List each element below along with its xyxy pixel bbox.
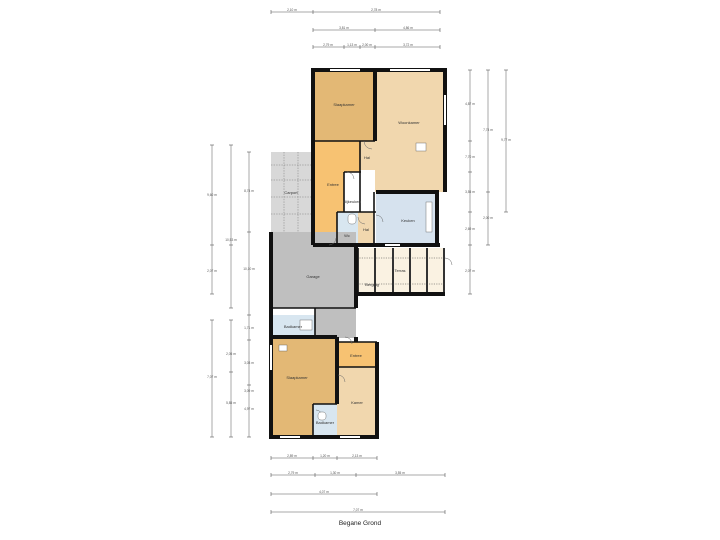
- windows: [270, 69, 446, 438]
- dim-left1-b: 2,07 m: [207, 269, 217, 273]
- dim-top3-c: 2,00 m: [362, 43, 372, 47]
- label-douche: Badkamer: [316, 420, 335, 425]
- dim-left1-a: 9,60 m: [207, 193, 217, 197]
- room-kamer: [337, 367, 375, 435]
- room-slaapkamer-top: [313, 70, 375, 141]
- label-garage: Garage: [306, 274, 320, 279]
- dim-left2-a: 10,53 m: [225, 238, 237, 242]
- walls: [269, 68, 447, 439]
- dim-bottom2-a: 2,79 m: [288, 471, 298, 475]
- terras-beams: [357, 257, 445, 285]
- dim-left-lower3-a: 3,03 m: [244, 361, 254, 365]
- label-bijkeuken: Bijkeuken: [343, 199, 360, 204]
- dimensions-right: 4,87 m 7,70 m 3,55 m 2,69 m 2,07 m 7,74 …: [465, 69, 511, 295]
- dim-right2-a: 7,74 m: [483, 128, 493, 132]
- room-entree-bottom: [337, 342, 375, 367]
- label-badkamer: Badkamer: [284, 324, 303, 329]
- floor-caption: Begane Grond: [338, 520, 382, 527]
- label-hal-top: Hal: [364, 155, 370, 160]
- room-bijkeuken: [344, 172, 361, 212]
- dim-right1-a: 4,87 m: [465, 102, 475, 106]
- dim-bottom3-a: 4,07 m: [319, 490, 329, 494]
- room-hal-mid: [358, 212, 374, 245]
- label-wc: Wc: [344, 233, 350, 238]
- dim-left3-a: 8,74 m: [244, 189, 254, 193]
- dimensions-left: 9,60 m 2,07 m 10,53 m 10,10 m 8,74 m 1,7…: [207, 144, 255, 411]
- carport-hatch: [271, 152, 311, 232]
- dim-right1-c: 3,55 m: [465, 190, 475, 194]
- room-hal-top: [360, 141, 375, 170]
- dim-right1-b: 7,70 m: [465, 155, 475, 159]
- dim-top3-b: 1,13 m: [347, 43, 357, 47]
- dimensions-left-lower: 7,07 m 2,05 m 5,85 m 3,03 m 3,09 m: [207, 319, 254, 438]
- dim-bottom1-c: 2,13 m: [352, 454, 362, 458]
- dim-left-lower3-b: 3,09 m: [244, 389, 254, 393]
- label-slaapkamer-top: Slaapkamer: [333, 102, 355, 107]
- dim-left-lower2-a: 2,05 m: [226, 352, 236, 356]
- label-entree-top: Entree: [327, 182, 340, 187]
- dimensions-bottom: 2,89 m 1,20 m 2,13 m 2,79 m 1,30 m 3,55 …: [270, 454, 446, 514]
- dim-bottom2-b: 1,30 m: [330, 471, 340, 475]
- dim-right3-a: 9,77 m: [501, 138, 511, 142]
- label-slaapkamer-bottom: Slaapkamer: [286, 375, 308, 380]
- label-kamer: Kamer: [351, 400, 363, 405]
- fixtures: [278, 142, 433, 421]
- dim-bottom1-a: 2,89 m: [287, 454, 297, 458]
- dim-top3-d: 3,72 m: [403, 43, 413, 47]
- room-terras: [357, 248, 445, 294]
- dim-bottom4-a: 7,07 m: [353, 508, 363, 512]
- label-terras: Terras: [394, 268, 405, 273]
- dim-bottom1-b: 1,20 m: [320, 454, 330, 458]
- dim-top3-a: 2,79 m: [323, 43, 333, 47]
- dim-right2-b: 2,00 m: [483, 216, 493, 220]
- dim-top2-b: 4,86 m: [403, 26, 413, 30]
- label-woonkamer: Woonkamer: [398, 120, 420, 125]
- label-berging: Berging: [365, 282, 379, 287]
- label-entree-bottom: Entree: [350, 353, 363, 358]
- label-keuken: Keuken: [401, 218, 415, 223]
- dim-right1-d: 2,69 m: [465, 227, 475, 231]
- room-carport: [271, 152, 311, 232]
- dim-left-lower2-b: 5,85 m: [226, 401, 236, 405]
- room-woonkamer: [375, 70, 445, 192]
- label-hal-mid: Hal: [363, 227, 369, 232]
- dim-left-lower1-a: 7,07 m: [207, 375, 217, 379]
- dim-top1-a: 2,10 m: [287, 8, 297, 12]
- dim-top1-b: 2,78 m: [371, 8, 381, 12]
- dimensions-top: 2,10 m 2,78 m 3,81 m 4,86 m 2,79 m 1,13 …: [270, 8, 441, 49]
- dim-right1-e: 2,07 m: [465, 269, 475, 273]
- dim-top2-a: 3,81 m: [339, 26, 349, 30]
- room-hal-lower: [315, 308, 356, 338]
- dim-bottom2-c: 3,55 m: [395, 471, 405, 475]
- label-carport: Carport: [284, 190, 298, 195]
- dim-left3-b: 1,71 m: [244, 326, 254, 330]
